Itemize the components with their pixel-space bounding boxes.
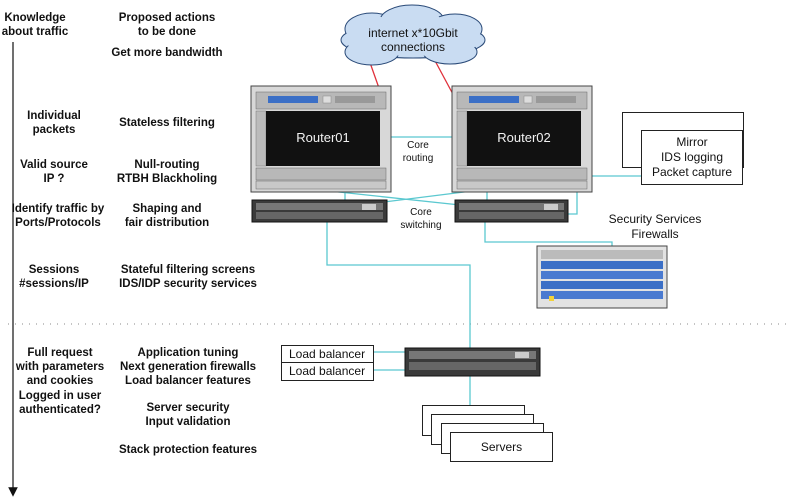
action-application-tuning: Application tuning Next generation firew…: [119, 347, 257, 387]
actions-header: Proposed actions to be done: [118, 12, 216, 38]
knowledge-individual-packets: Individual packets: [27, 110, 81, 136]
action-stateless-filtering: Stateless filtering: [119, 117, 215, 129]
security-chassis: [536, 245, 668, 309]
router01-chassis: [250, 85, 392, 193]
core-switching-label: Core switching: [400, 207, 442, 231]
core-switch-2: [454, 199, 569, 223]
action-null-routing: Null-routing RTBH Blackholing: [116, 159, 218, 185]
knowledge-logged-in-user: Logged in user authenticated?: [18, 390, 102, 416]
server-box-4: Servers: [450, 432, 553, 462]
knowledge-sessions: Sessions #sessions/IP: [19, 264, 89, 290]
axis-title: Knowledge about traffic: [1, 12, 69, 38]
action-stateful-filtering: Stateful filtering screens IDS/IDP secur…: [119, 264, 257, 290]
knowledge-ports-protocols: Identify traffic by Ports/Protocols: [11, 203, 105, 229]
internet-cloud-label: internet x*10Gbit connections: [368, 26, 458, 54]
action-shaping: Shaping and fair distribution: [124, 203, 210, 229]
core-switch-1: [251, 199, 388, 223]
router02-label: Router02: [497, 130, 551, 145]
router02-chassis: [451, 85, 593, 193]
internet-cloud: [340, 4, 486, 66]
load-balancer-switch: [404, 347, 541, 377]
action-stack-protection: Stack protection features: [118, 444, 258, 456]
security-services-label: Security Services Firewalls: [608, 212, 702, 241]
action-server-security: Server security Input validation: [145, 402, 231, 428]
action-get-more-bandwidth: Get more bandwidth: [111, 47, 223, 59]
core-routing-label: Core routing: [392, 139, 444, 165]
knowledge-full-request: Full request with parameters and cookies: [15, 347, 105, 387]
router01-label: Router01: [296, 130, 350, 145]
mirror-box-front: Mirror IDS logging Packet capture: [641, 130, 743, 185]
load-balancer-box-2: Load balancer: [281, 362, 374, 381]
knowledge-valid-source-ip: Valid source IP ?: [20, 159, 88, 185]
